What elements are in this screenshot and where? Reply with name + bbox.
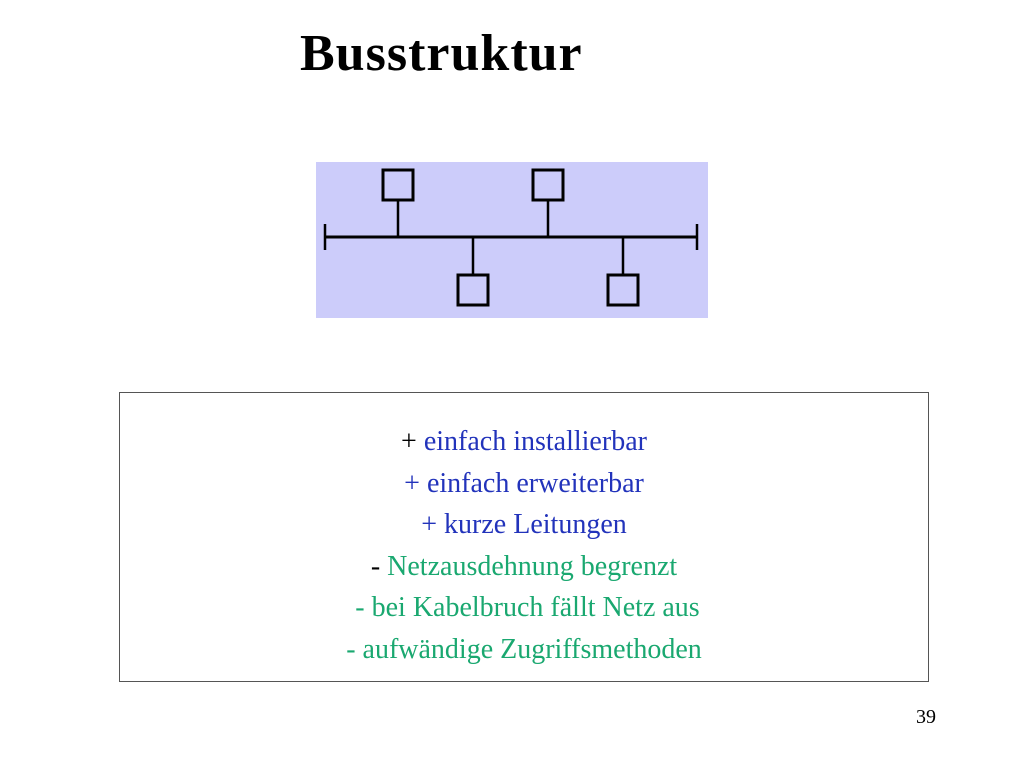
list-item-prefix: - xyxy=(346,633,363,665)
list-item-advantage-2: + einfach erweiterbar xyxy=(120,463,928,505)
list-item-text: einfach erweiterbar xyxy=(426,467,644,499)
list-item-advantage-1: + einfach installierbar xyxy=(120,421,928,463)
list-item-disadvantage-1: - Netzausdehnung begrenzt xyxy=(120,546,928,588)
list-item-text: kurze Leitungen xyxy=(444,509,627,540)
list-item-text: einfach installierbar xyxy=(423,426,647,457)
bus-topology-svg xyxy=(316,162,708,318)
list-item-disadvantage-2: - bei Kabelbruch fällt Netz aus xyxy=(120,587,928,629)
list-item-prefix: - xyxy=(348,592,372,623)
station-node-3 xyxy=(456,273,490,307)
list-item-advantage-3: + kurze Leitungen xyxy=(120,504,928,546)
slide-title: Busstruktur xyxy=(300,25,583,82)
list-item-disadvantage-3: - aufwändige Zugriffsmethoden xyxy=(120,629,928,671)
list-item-prefix: + xyxy=(404,467,427,499)
page-number: 39 xyxy=(916,706,936,728)
pros-cons-list: + einfach installierbar + einfach erweit… xyxy=(120,421,928,670)
bus-topology-diagram xyxy=(316,162,708,318)
list-item-text: bei Kabelbruch fällt Netz aus xyxy=(371,592,700,623)
list-item-text: Netzausdehnung begrenzt xyxy=(387,550,678,582)
pros-cons-box: + einfach installierbar + einfach erweit… xyxy=(119,392,929,682)
list-item-prefix: - xyxy=(370,550,388,582)
list-item-prefix: + xyxy=(401,426,424,457)
list-item-text: aufwändige Zugriffsmethoden xyxy=(362,633,702,665)
list-item-prefix: + xyxy=(421,509,445,540)
station-node-4 xyxy=(606,273,640,307)
diagram-background xyxy=(316,162,708,318)
